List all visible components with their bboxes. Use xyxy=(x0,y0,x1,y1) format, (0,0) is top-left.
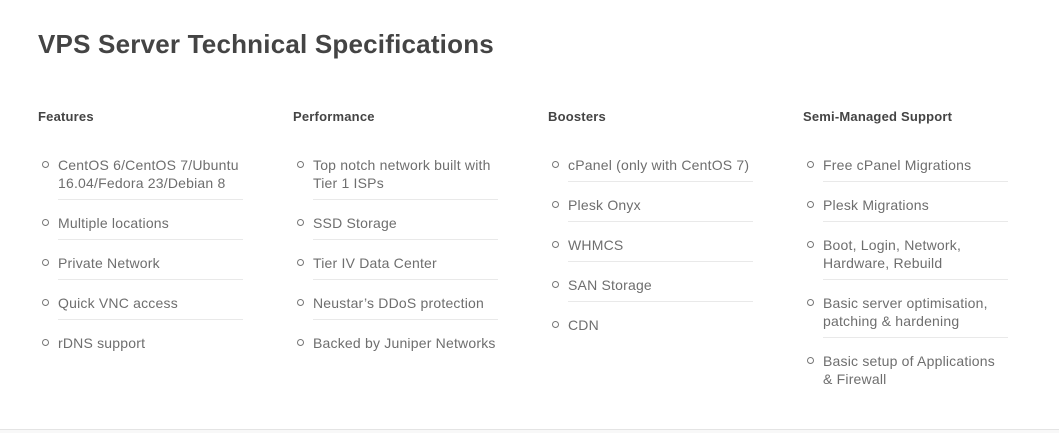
list-item-label: SSD Storage xyxy=(313,215,397,232)
circle-bullet-icon xyxy=(297,339,304,347)
list-item: Plesk Onyx xyxy=(552,196,753,223)
list-item-label: cPanel (only with CentOS 7) xyxy=(568,157,750,174)
column-heading-boosters: Boosters xyxy=(548,108,606,124)
list-item: Neustar’s DDoS protection xyxy=(297,294,498,321)
boosters-list: cPanel (only with CentOS 7) Plesk Onyx W… xyxy=(548,156,753,341)
list-item: rDNS support xyxy=(42,334,243,359)
circle-bullet-icon xyxy=(297,299,304,307)
list-item: Plesk Migrations xyxy=(807,196,1008,223)
list-item: Backed by Juniper Networks xyxy=(297,334,498,359)
circle-bullet-icon xyxy=(552,201,559,209)
circle-bullet-icon xyxy=(807,241,814,249)
circle-bullet-icon xyxy=(297,219,304,227)
circle-bullet-icon xyxy=(807,299,814,307)
list-item-label: Basic setup of Applications & Firewall xyxy=(823,353,995,388)
column-heading-semi-managed-support: Semi-Managed Support xyxy=(803,108,953,124)
list-item-label: Neustar’s DDoS protection xyxy=(313,295,485,312)
circle-bullet-icon xyxy=(807,161,814,169)
circle-bullet-icon xyxy=(552,241,559,249)
list-item: Private Network xyxy=(42,254,243,281)
circle-bullet-icon xyxy=(297,259,304,267)
list-item: SAN Storage xyxy=(552,276,753,303)
spec-column-performance: Performance Top notch network built with… xyxy=(293,109,498,396)
list-item-label: WHMCS xyxy=(568,237,624,254)
column-heading-features: Features xyxy=(38,108,94,124)
list-item-label: Tier IV Data Center xyxy=(313,255,437,272)
list-item: Quick VNC access xyxy=(42,294,243,321)
list-item-label: Private Network xyxy=(58,255,160,272)
circle-bullet-icon xyxy=(42,339,49,347)
column-heading-performance: Performance xyxy=(293,108,375,124)
list-item: Boot, Login, Network, Hardware, Rebuild xyxy=(807,236,1008,281)
list-item-label: Basic server optimisation, patching & ha… xyxy=(823,295,988,330)
list-item: Basic server optimisation, patching & ha… xyxy=(807,294,1008,339)
list-item: Basic setup of Applications & Firewall xyxy=(807,352,1008,395)
list-item-label: Multiple locations xyxy=(58,215,169,232)
list-item-label: Top notch network built with Tier 1 ISPs xyxy=(313,157,491,192)
list-item-label: Free cPanel Migrations xyxy=(823,157,972,174)
circle-bullet-icon xyxy=(42,219,49,227)
list-item: CentOS 6/CentOS 7/Ubuntu 16.04/Fedora 23… xyxy=(42,156,243,201)
list-item: Top notch network built with Tier 1 ISPs xyxy=(297,156,498,201)
circle-bullet-icon xyxy=(552,281,559,289)
spec-column-semi-managed-support: Semi-Managed Support Free cPanel Migrati… xyxy=(803,109,1008,396)
list-item-label: CDN xyxy=(568,317,599,334)
list-item-label: Plesk Migrations xyxy=(823,197,929,214)
circle-bullet-icon xyxy=(552,161,559,169)
circle-bullet-icon xyxy=(807,357,814,365)
list-item: Multiple locations xyxy=(42,214,243,241)
list-item-label: SAN Storage xyxy=(568,277,652,294)
list-item-label: rDNS support xyxy=(58,335,146,352)
list-item-label: CentOS 6/CentOS 7/Ubuntu 16.04/Fedora 23… xyxy=(58,157,239,192)
spec-column-boosters: Boosters cPanel (only with CentOS 7) Ple… xyxy=(548,109,753,396)
circle-bullet-icon xyxy=(807,201,814,209)
features-list: CentOS 6/CentOS 7/Ubuntu 16.04/Fedora 23… xyxy=(38,156,243,359)
performance-list: Top notch network built with Tier 1 ISPs… xyxy=(293,156,498,359)
list-item-label: Backed by Juniper Networks xyxy=(313,335,496,352)
semi-managed-support-list: Free cPanel Migrations Plesk Migrations … xyxy=(803,156,1008,395)
circle-bullet-icon xyxy=(552,321,559,329)
list-item: Free cPanel Migrations xyxy=(807,156,1008,183)
list-item: SSD Storage xyxy=(297,214,498,241)
circle-bullet-icon xyxy=(297,161,304,169)
circle-bullet-icon xyxy=(42,299,49,307)
spec-column-features: Features CentOS 6/CentOS 7/Ubuntu 16.04/… xyxy=(38,109,243,396)
circle-bullet-icon xyxy=(42,161,49,169)
list-item-label: Plesk Onyx xyxy=(568,197,641,214)
list-item: Tier IV Data Center xyxy=(297,254,498,281)
spec-columns: Features CentOS 6/CentOS 7/Ubuntu 16.04/… xyxy=(38,109,1008,396)
next-section-edge xyxy=(0,430,1059,433)
list-item: cPanel (only with CentOS 7) xyxy=(552,156,753,183)
list-item: CDN xyxy=(552,316,753,341)
list-item-label: Boot, Login, Network, Hardware, Rebuild xyxy=(823,237,962,272)
circle-bullet-icon xyxy=(42,259,49,267)
section-title: VPS Server Technical Specifications xyxy=(38,29,494,59)
list-item: WHMCS xyxy=(552,236,753,263)
list-item-label: Quick VNC access xyxy=(58,295,178,312)
